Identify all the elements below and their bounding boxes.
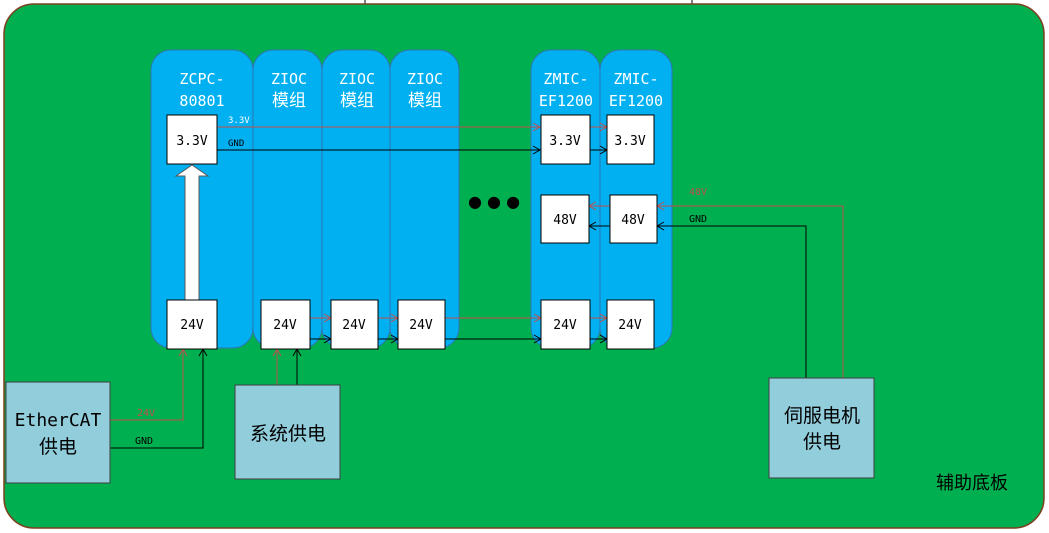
module-title-line2: 模组	[272, 91, 306, 111]
box-label: 3.3V	[549, 134, 580, 149]
label-24v: 24V	[137, 408, 155, 419]
supply-line1: 系统供电	[250, 423, 326, 445]
module-title-line1: ZMIC-	[543, 70, 588, 88]
box-label: 48V	[553, 213, 577, 228]
label-48v: 48V	[689, 187, 707, 198]
module-title-line2: 模组	[340, 91, 374, 111]
wire-48v	[587, 201, 844, 378]
box-label: 24V	[553, 318, 577, 333]
box-zmic2-24v: 24V	[606, 299, 655, 350]
supply-line2: 供电	[803, 431, 841, 453]
box-zmic2-48v: 48V	[609, 194, 658, 244]
module-title-line1: ZIOC	[271, 70, 307, 88]
box-label: 24V	[409, 318, 433, 333]
module-title-line1: ZIOC	[407, 70, 443, 88]
box-label: 3.3V	[614, 134, 645, 149]
box-zmic1-24v: 24V	[540, 299, 591, 350]
ethercat-supply-box: EtherCAT 供电	[5, 381, 111, 484]
box-zmic2-3v3: 3.3V	[606, 114, 655, 165]
module-title-line2: EF1200	[609, 92, 663, 110]
box-label: 3.3V	[176, 134, 207, 149]
box-zioc1-24v: 24V	[260, 299, 311, 350]
board-label: 辅助底板	[936, 473, 1008, 494]
label-gnd-top: GND	[228, 139, 244, 149]
label-3v3: 3.3V	[228, 116, 250, 126]
up-arrow-icon	[174, 164, 210, 301]
box-zioc2-24v: 24V	[330, 299, 379, 350]
supply-line1: 伺服电机	[784, 405, 860, 427]
supply-line1: EtherCAT	[15, 410, 102, 431]
wire-gnd-bus	[310, 334, 609, 344]
label-gnd-servo: GND	[689, 214, 707, 225]
module-zioc-2: ZIOC 模组	[321, 49, 391, 349]
box-zmic1-3v3: 3.3V	[540, 114, 591, 165]
module-title-line2: 模组	[408, 91, 442, 111]
module-zioc-3: ZIOC 模组	[389, 49, 460, 349]
box-label: 24V	[273, 318, 297, 333]
module-title-line1: ZMIC-	[613, 70, 658, 88]
supply-line2: 供电	[39, 436, 77, 458]
module-title-line2: EF1200	[539, 92, 593, 110]
system-supply-box: 系统供电	[234, 384, 341, 480]
module-title-line2: 80801	[179, 92, 224, 110]
box-label: 24V	[180, 318, 204, 333]
label-gnd-ethercat: GND	[135, 436, 153, 447]
ellipsis: ● ● ●	[468, 192, 520, 211]
box-zcpc-3v3: 3.3V	[166, 114, 218, 165]
box-label: 24V	[342, 318, 366, 333]
box-label: 48V	[621, 213, 645, 228]
module-title-line1: ZCPC-	[179, 70, 224, 88]
box-label: 24V	[618, 318, 642, 333]
box-zmic1-48v: 48V	[540, 194, 590, 244]
box-zioc3-24v: 24V	[397, 299, 446, 350]
module-title-line1: ZIOC	[339, 70, 375, 88]
box-zcpc-24v: 24V	[166, 299, 218, 350]
servo-supply-box: 伺服电机 供电	[768, 377, 875, 479]
